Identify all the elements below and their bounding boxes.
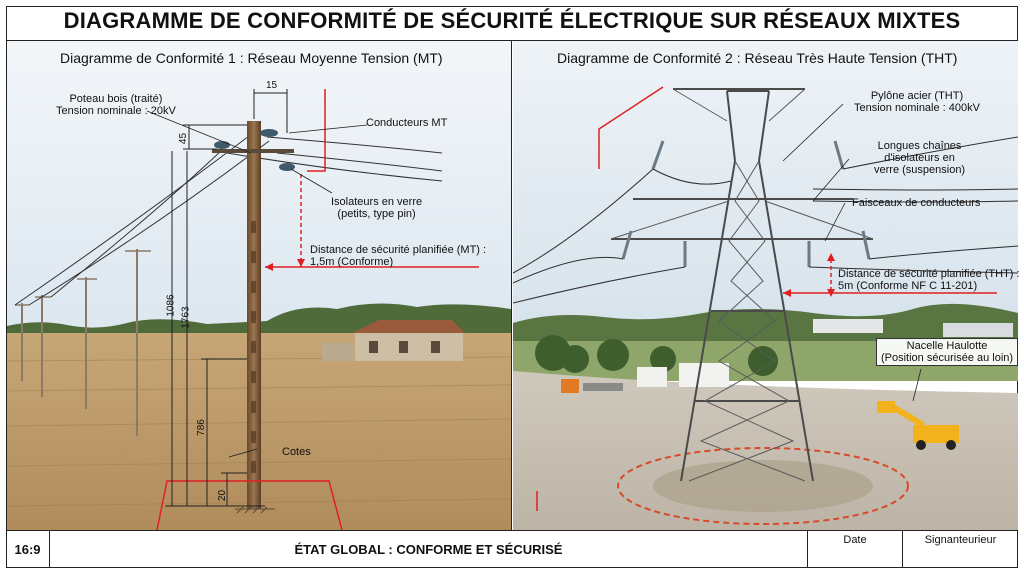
mt-conductors-label: Conducteurs MT: [366, 117, 448, 129]
pole-label-line-2: Tension nominale : 20kV: [56, 105, 176, 117]
dimension-lines: [165, 89, 288, 507]
aspect-ratio-cell: 16:9: [6, 531, 50, 567]
mt-distance-label-line-2: 1,5m (Conforme): [310, 256, 394, 268]
conductor-bundles-label: Faisceaux de conducteurs: [852, 197, 981, 209]
insulator-chains-label: Longues chaînes d'isolateurs en verre (s…: [874, 140, 965, 176]
pylon-label-line-2: Tension nominale : 400kV: [854, 102, 980, 114]
lift-label-line-1: Nacelle Haulotte: [906, 340, 988, 352]
dim-1763: 1763: [180, 306, 192, 329]
title-divider: [6, 40, 1018, 41]
mt-distance-label: Distance de sécurité planifiée (MT) : 1,…: [310, 244, 486, 268]
global-status-cell: ÉTAT GLOBAL : CONFORME ET SÉCURISÉ: [50, 531, 808, 567]
pole-label: Poteau bois (traité) Tension nominale : …: [56, 93, 176, 117]
insulators-label-line-2: (petits, type pin): [337, 208, 416, 220]
mt-conductors: [14, 132, 443, 306]
tht-safety-distance-marker: [536, 86, 997, 511]
suspension-insulator-chains: [621, 140, 871, 267]
aerial-lift-label: Nacelle Haulotte (Position sécurisée au …: [876, 338, 1019, 366]
aerial-lift: [877, 401, 959, 450]
tht-distance-label-line-1: Distance de sécurité planifiée (THT) :: [838, 268, 1020, 280]
safety-fence: [617, 447, 909, 525]
chains-label-line-2: d'isolateurs en: [884, 152, 955, 164]
pylon-label-line-1: Pylône acier (THT): [870, 90, 964, 102]
dim-20: 20: [217, 489, 229, 502]
dim-1086: 1086: [165, 294, 177, 317]
tht-distance-label-line-2: 5m (Conforme NF C 11-201): [838, 280, 978, 292]
dim-15: 15: [266, 80, 278, 91]
steel-pylon: [611, 88, 873, 482]
panel-tht-title: Diagramme de Conformité 2 : Réseau Très …: [557, 50, 958, 66]
insulators-label: Isolateurs en verre (petits, type pin): [331, 196, 422, 220]
chains-label-line-1: Longues chaînes: [877, 140, 962, 152]
mt-distance-label-line-1: Distance de sécurité planifiée (MT) :: [310, 244, 487, 256]
mt-safety-distance-marker: [265, 89, 479, 271]
ground-safety-zone: [156, 480, 343, 530]
panel-mt-title: Diagramme de Conformité 1 : Réseau Moyen…: [60, 50, 443, 66]
panel-divider: [511, 40, 512, 530]
pole-label-line-1: Poteau bois (traité): [69, 93, 163, 105]
farmhouse: [322, 320, 465, 361]
pylon-label: Pylône acier (THT) Tension nominale : 40…: [854, 90, 980, 114]
dim-45: 45: [178, 132, 190, 145]
chains-label-line-3: verre (suspension): [874, 164, 966, 176]
cotes-label: Cotes: [282, 446, 311, 458]
tht-distance-label: Distance de sécurité planifiée (THT) : 5…: [838, 268, 1020, 292]
mt-scene-illustration: [7, 41, 511, 530]
site-containers: [561, 363, 729, 393]
insulators-label-line-1: Isolateurs en verre: [331, 196, 423, 208]
page-title: DIAGRAMME DE CONFORMITÉ DE SÉCURITÉ ÉLEC…: [63, 8, 961, 33]
signature-cell: Signanteurieur: [924, 534, 997, 546]
title-block: 16:9 ÉTAT GLOBAL : CONFORME ET SÉCURISÉ …: [6, 530, 1018, 568]
conductor-bundles: [513, 136, 1018, 304]
panel-mt-scene: [7, 41, 511, 530]
dim-786: 786: [195, 419, 207, 436]
lift-label-line-2: (Position sécurisée au loin): [881, 352, 1014, 364]
date-cell: Date: [808, 531, 903, 567]
